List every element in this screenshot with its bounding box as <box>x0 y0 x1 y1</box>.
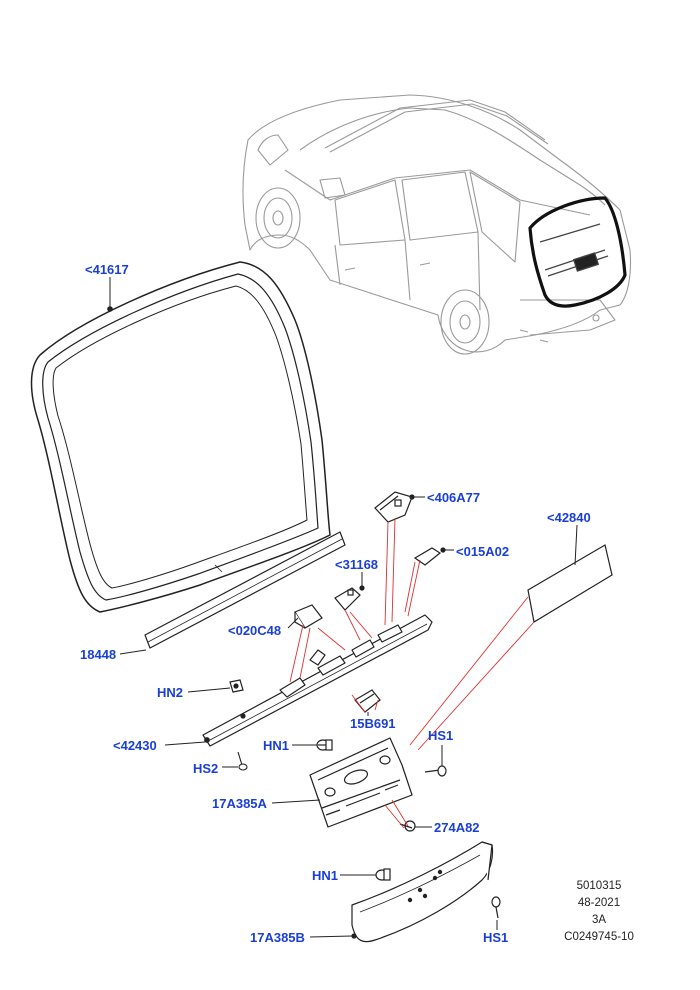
reference-line-2: 48-2021 <box>577 897 621 909</box>
plate-42840 <box>527 544 613 623</box>
weatherstrip-18448 <box>144 531 346 649</box>
callout-31168[interactable]: <31168 <box>335 557 379 572</box>
part-406A77 <box>374 491 415 523</box>
reference-line-4: C0249745-10 <box>564 931 634 943</box>
assembly-leaders <box>289 517 535 829</box>
part-31168 <box>334 585 365 611</box>
clip-HN2 <box>229 679 244 693</box>
tailgate-details <box>539 223 609 277</box>
reference-line-3: 3A <box>591 914 607 926</box>
callout-HN1-upper[interactable]: HN1 <box>263 738 290 753</box>
part-020C48 <box>294 604 323 629</box>
reference-block: 5010315 48-2021 3A C0249745-10 <box>544 878 654 946</box>
callout-HN1-lower[interactable]: HN1 <box>312 868 339 883</box>
vehicle-illustration <box>242 94 632 355</box>
callout-HS2[interactable]: HS2 <box>193 761 219 776</box>
callout-17A385A[interactable]: 17A385A <box>212 796 267 811</box>
callout-15B691[interactable]: 15B691 <box>350 716 396 731</box>
fastener-274A82 <box>399 820 416 832</box>
screw-HS2 <box>237 751 248 771</box>
callout-18448[interactable]: 18448 <box>80 647 117 662</box>
clip-HN1-lower <box>375 868 391 881</box>
screw-HS1-lower <box>491 896 501 919</box>
trim-bar-42430 <box>202 614 433 747</box>
callout-406A77[interactable]: <406A77 <box>427 490 481 505</box>
callout-41617[interactable]: <41617 <box>85 262 129 277</box>
finisher-17A385B <box>351 841 494 943</box>
callout-HS1-upper[interactable]: HS1 <box>428 728 454 743</box>
callout-42840[interactable]: <42840 <box>547 510 591 525</box>
tailgate-highlight <box>528 196 627 308</box>
callout-HN2[interactable]: HN2 <box>157 685 184 700</box>
screw-HS1-upper <box>424 765 447 777</box>
clip-HN1-upper <box>316 739 333 751</box>
callout-HS1-lower[interactable]: HS1 <box>483 930 509 945</box>
callout-274A82[interactable]: 274A82 <box>434 820 480 835</box>
reference-line-1: 5010315 <box>576 880 622 892</box>
glass-seal-41617 <box>30 261 331 613</box>
plate-bracket-17A385A <box>309 737 413 828</box>
callout-leaders <box>109 277 578 938</box>
callout-015A02[interactable]: <015A02 <box>456 544 510 559</box>
part-15B691 <box>354 689 381 713</box>
callout-17A385B[interactable]: 17A385B <box>250 930 305 945</box>
callout-42430[interactable]: <42430 <box>113 738 157 753</box>
callout-020C48[interactable]: <020C48 <box>228 623 282 638</box>
